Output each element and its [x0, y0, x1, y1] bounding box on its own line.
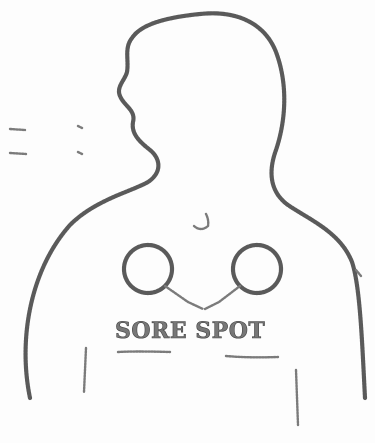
stray-mark-3	[78, 126, 82, 128]
left-torso-line	[84, 348, 86, 392]
left-electrode-wire	[165, 286, 203, 309]
neck-notch-path	[194, 214, 208, 229]
stray-mark-2	[10, 153, 26, 154]
sore-spot-label: SORE SPOT	[115, 318, 265, 344]
right-torso-line	[296, 370, 298, 425]
stray-mark-4	[78, 152, 82, 154]
stray-mark-1	[10, 129, 25, 130]
right-electrode-wire	[205, 286, 240, 309]
left-chest-mark	[118, 352, 170, 353]
lower-chest-line	[226, 356, 278, 357]
